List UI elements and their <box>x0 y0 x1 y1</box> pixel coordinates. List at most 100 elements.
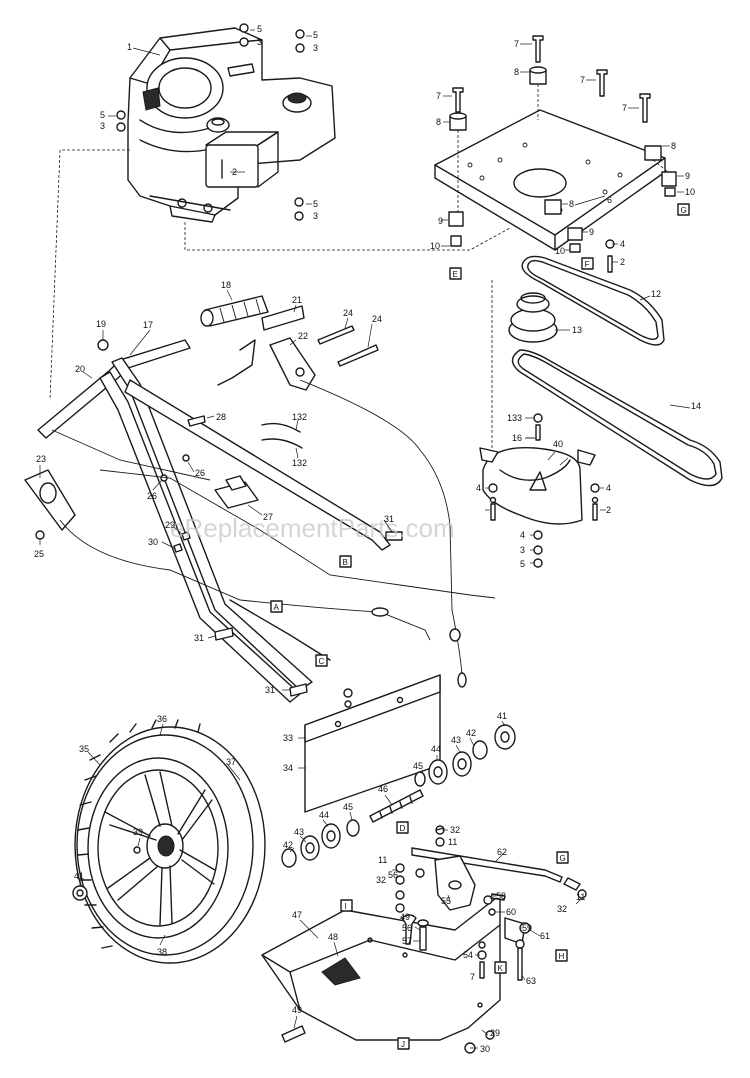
reference-boxes: A B C D E F G G H I J K <box>270 203 690 1050</box>
callout: 17 <box>143 320 153 330</box>
callout: 20 <box>75 364 85 374</box>
callout: 58 <box>496 891 506 901</box>
watermark: eReplacementParts.com <box>170 513 455 543</box>
callout: 5 <box>313 30 318 40</box>
callout: 35 <box>79 744 89 754</box>
callout: 14 <box>691 401 701 411</box>
callout: 46 <box>378 784 388 794</box>
callout: 7 <box>436 91 441 101</box>
lower-deck <box>261 894 501 1054</box>
callout: 31 <box>384 514 394 524</box>
callout: 2 <box>232 167 237 177</box>
callout: 29 <box>165 520 175 530</box>
callout: 10 <box>685 187 695 197</box>
callout: 31 <box>194 633 204 643</box>
callout: 57 <box>402 936 412 946</box>
callout: 9 <box>589 227 594 237</box>
callout: 45 <box>413 761 423 771</box>
svg-text:J: J <box>401 1040 405 1049</box>
callout: 16 <box>512 433 522 443</box>
callout: 56 <box>402 923 412 933</box>
shaft-bracket <box>395 825 587 981</box>
callout: 42 <box>466 728 476 738</box>
callout: 4 <box>520 530 525 540</box>
callout: 11 <box>576 892 585 902</box>
svg-text:I: I <box>345 902 347 911</box>
callout: 3 <box>100 121 105 131</box>
ref-box-B: B <box>339 555 352 568</box>
callout: 22 <box>298 331 308 341</box>
callout: 43 <box>451 735 461 745</box>
callout: 30 <box>480 1044 490 1054</box>
callout: 31 <box>265 685 275 695</box>
callout: 7 <box>470 972 475 982</box>
engine-plate <box>434 109 666 251</box>
callout: 1 <box>127 42 132 52</box>
svg-text:C: C <box>319 657 325 666</box>
callout: 37 <box>226 757 236 767</box>
engine <box>127 27 336 223</box>
callout: 25 <box>34 549 44 559</box>
leader-lines <box>39 29 691 1049</box>
ref-box-H: H <box>555 949 568 962</box>
callout: 24 <box>372 314 382 324</box>
callout: 33 <box>283 733 293 743</box>
callout: 32 <box>376 875 386 885</box>
handle-assembly <box>24 295 403 703</box>
control-cables <box>51 379 496 688</box>
svg-text:D: D <box>400 824 406 833</box>
callout: 4 <box>620 239 625 249</box>
svg-text:E: E <box>453 270 458 279</box>
belt-guard <box>479 280 600 568</box>
callout: 39 <box>133 827 143 837</box>
callout-numbers: 1 2 2 2 3 3 3 3 3 4 4 4 4 5 5 5 5 5 6 7 … <box>34 24 701 1054</box>
callout: 59 <box>522 923 532 933</box>
callout: 8 <box>671 141 676 151</box>
callout: 9 <box>685 171 690 181</box>
callout: 3 <box>520 545 525 555</box>
callout: 4 <box>476 483 481 493</box>
svg-text:F: F <box>585 260 590 269</box>
ref-box-F: F <box>581 257 594 270</box>
callout: 12 <box>651 289 661 299</box>
callout: 32 <box>450 825 460 835</box>
callout: 5 <box>100 110 105 120</box>
callout: 60 <box>506 907 516 917</box>
callout: 2 <box>620 257 625 267</box>
callout: 18 <box>221 280 231 290</box>
callout: 21 <box>292 295 302 305</box>
callout: 32 <box>557 904 567 914</box>
callout: 43 <box>294 827 304 837</box>
callout: 40 <box>553 439 563 449</box>
callout: 44 <box>431 744 441 754</box>
callout: 49 <box>400 912 410 922</box>
callout: 3 <box>313 43 318 53</box>
svg-text:A: A <box>274 603 280 612</box>
callout: 45 <box>343 802 353 812</box>
callout: 54 <box>463 950 473 960</box>
callout: 3 <box>313 211 318 221</box>
svg-text:G: G <box>560 854 566 863</box>
callout: 29 <box>490 1028 500 1038</box>
belts-and-pulley <box>508 255 723 487</box>
callout: 34 <box>283 763 293 773</box>
callout: 49 <box>292 1005 302 1015</box>
callout: 9 <box>438 216 443 226</box>
callout: 47 <box>292 910 302 920</box>
callout: 62 <box>497 847 507 857</box>
ref-box-I: I <box>340 899 353 912</box>
callout: 63 <box>526 976 536 986</box>
wheel <box>72 719 266 964</box>
callout: 61 <box>540 931 550 941</box>
callout: 2 <box>606 505 611 515</box>
svg-text:G: G <box>681 206 687 215</box>
svg-text:B: B <box>343 558 348 567</box>
callout: 28 <box>216 412 226 422</box>
callout: 42 <box>283 840 293 850</box>
ref-box-E: E <box>449 267 462 280</box>
callout: 5 <box>520 559 525 569</box>
callout: 11 <box>378 855 387 865</box>
callout: 41 <box>74 871 84 881</box>
ref-box-G2: G <box>556 851 569 864</box>
